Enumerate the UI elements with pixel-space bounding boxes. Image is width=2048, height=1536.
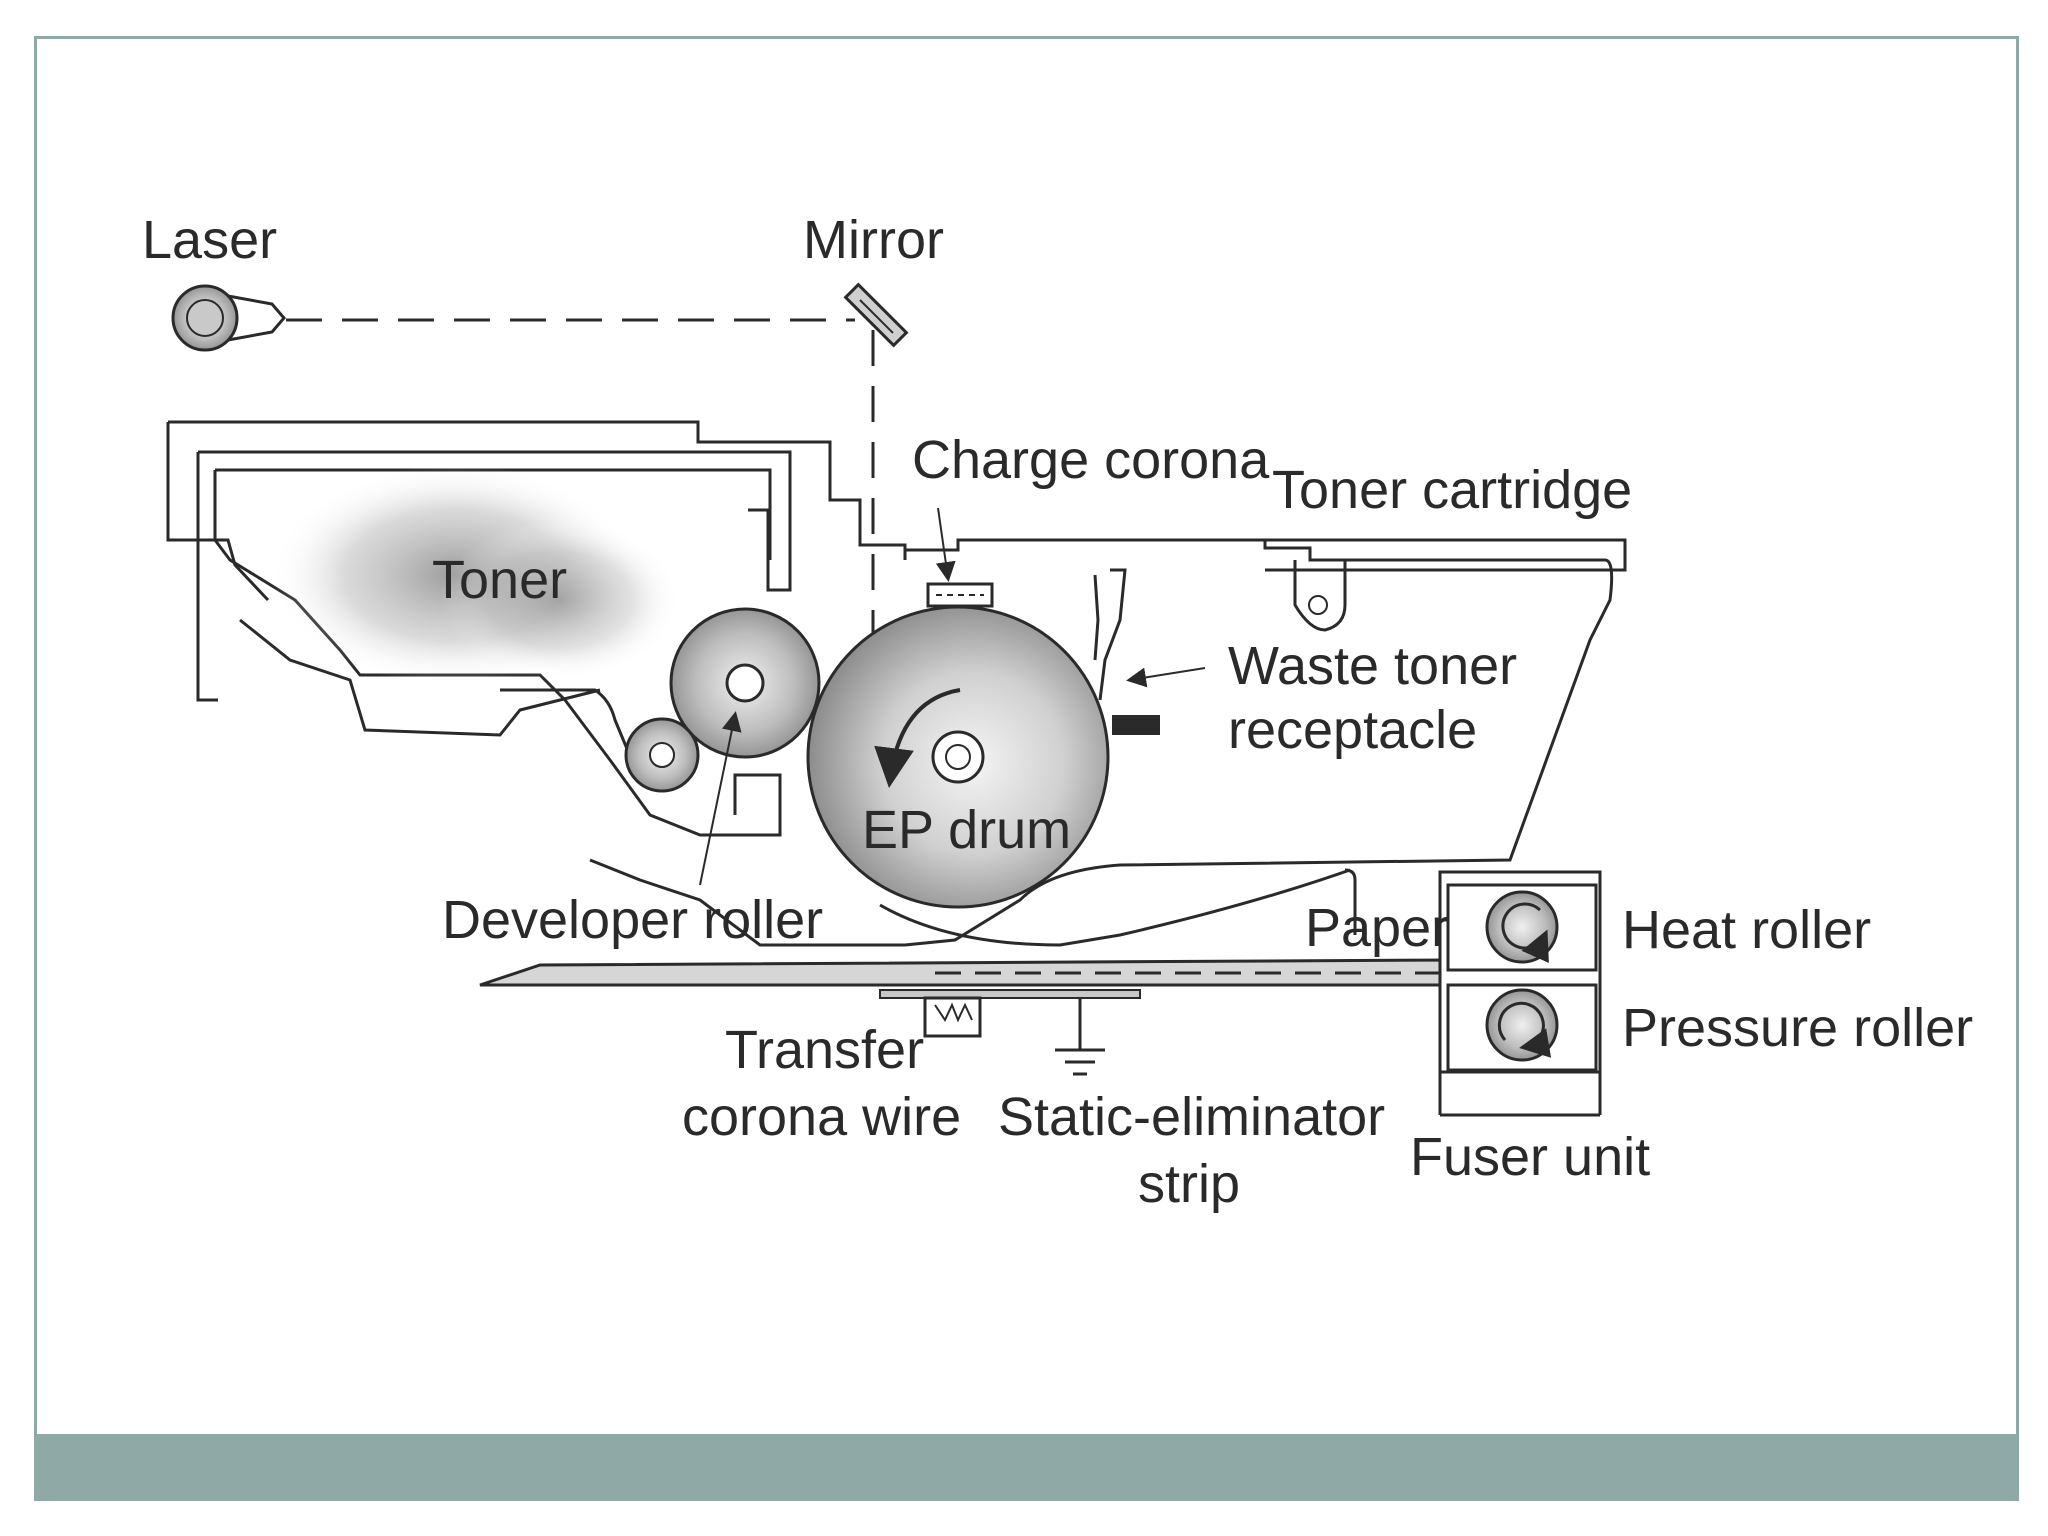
label-charge-corona: Charge corona (912, 430, 1270, 490)
label-laser: Laser (142, 210, 277, 270)
mirror (843, 282, 909, 348)
toner-hopper (166, 420, 907, 837)
paper-sheet (479, 958, 1452, 987)
ep-drum (806, 605, 1110, 909)
laser-beam (286, 318, 875, 690)
footer-bar (34, 1434, 2019, 1501)
laser-unit (171, 284, 286, 352)
transfer-corona-wire (879, 989, 1141, 1038)
label-pressure-roller: Pressure roller (1622, 998, 1973, 1058)
label-transfer: Transfer (725, 1020, 924, 1080)
cartridge-body (589, 538, 1627, 947)
heat-roller (1485, 890, 1559, 964)
charge-corona (926, 507, 994, 608)
label-toner: Toner (432, 550, 567, 610)
label-strip: strip (1138, 1154, 1240, 1214)
label-developer-roller: Developer roller (442, 890, 823, 950)
feed-roller (624, 717, 700, 793)
label-paper: Paper (1305, 898, 1449, 958)
pressure-roller (1485, 988, 1559, 1062)
static-eliminator-ground (1055, 998, 1105, 1076)
developer-roller (669, 607, 821, 886)
label-waste-toner: Waste toner (1228, 636, 1517, 696)
label-mirror: Mirror (803, 210, 944, 270)
label-static-eliminator: Static-eliminator (998, 1087, 1385, 1147)
label-fuser-unit: Fuser unit (1410, 1127, 1650, 1187)
label-ep-drum: EP drum (862, 800, 1071, 860)
label-toner-cartridge: Toner cartridge (1272, 460, 1632, 520)
label-heat-roller: Heat roller (1622, 900, 1871, 960)
label-corona-wire: corona wire (682, 1087, 961, 1147)
waste-toner-receptacle (1112, 667, 1206, 735)
label-receptacle: receptacle (1228, 700, 1477, 760)
